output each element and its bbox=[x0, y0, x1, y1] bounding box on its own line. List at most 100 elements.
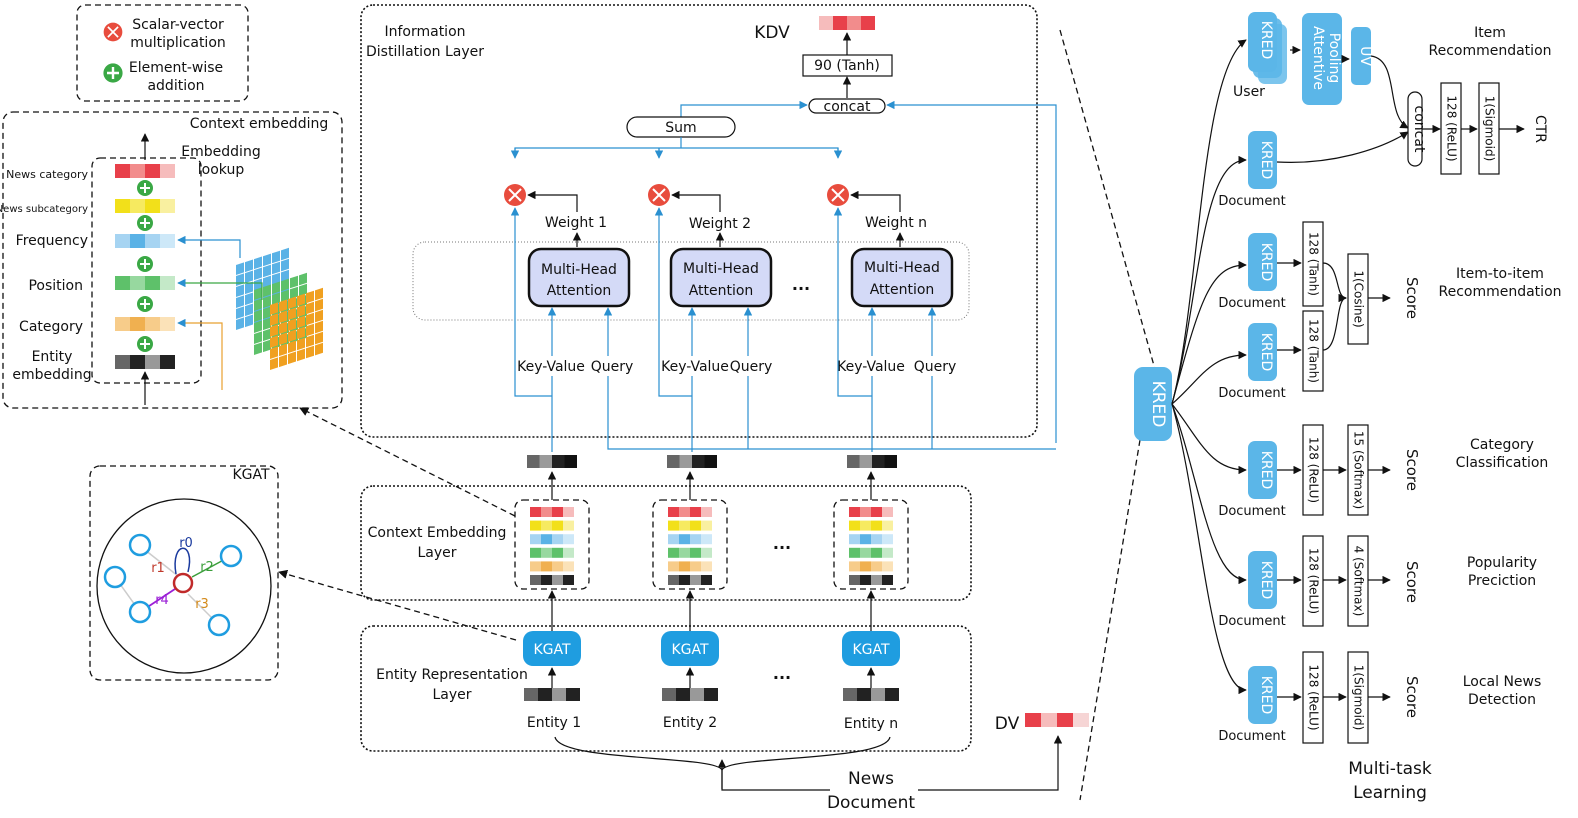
context-output-vectors bbox=[527, 455, 897, 468]
popularity-layer-1-label: 128 (ReLU) bbox=[1307, 548, 1321, 614]
context-stack-3-green-cell bbox=[882, 547, 893, 558]
context-stack-1-green-cell bbox=[563, 547, 574, 558]
document-kred-boxes: KREDDocumentKREDDocumentKREDDocumentKRED… bbox=[1218, 131, 1286, 744]
element-wise-icon bbox=[102, 62, 124, 84]
uv-box: UV bbox=[1351, 27, 1373, 85]
context-output-vector-3-cell bbox=[847, 455, 860, 468]
svg-text:UV: UV bbox=[1357, 46, 1373, 66]
entity-vector-1-cell bbox=[552, 688, 566, 701]
entity-vector-2-cell bbox=[690, 688, 704, 701]
category-lookup-grid-cell bbox=[306, 334, 314, 348]
frequency-lookup-grid-cell bbox=[236, 317, 244, 330]
context-stack-2-red-cell bbox=[679, 507, 690, 517]
embedding-lookup-line1: Embedding bbox=[181, 144, 260, 160]
document-kred-label: KRED bbox=[1258, 676, 1274, 715]
document-label: Document bbox=[1218, 729, 1285, 744]
row-label-news-category: News category bbox=[6, 168, 88, 181]
embedding-row-orange bbox=[115, 317, 175, 331]
context-output-vector-1-cell bbox=[564, 455, 577, 468]
position-lookup-grid-cell bbox=[254, 298, 262, 311]
category-lookup-grid-cell bbox=[297, 315, 305, 329]
kdv-cells bbox=[819, 16, 875, 30]
category-lookup-grid-cell bbox=[315, 320, 323, 334]
context-stack-3-orange bbox=[849, 561, 893, 572]
context-stack-1-black bbox=[530, 575, 574, 585]
kdv-cells-cell bbox=[847, 16, 861, 30]
frequency-lookup-grid-cell bbox=[245, 303, 253, 317]
category-lookup-grid-cell bbox=[279, 321, 287, 335]
context-stack-2-black-cell bbox=[679, 575, 690, 585]
context-stack-2-blue-cell bbox=[690, 534, 701, 545]
attention-2-line2: Attention bbox=[689, 283, 754, 299]
task-item-rec-line2: Recommendation bbox=[1428, 43, 1551, 59]
category-lookup-grid-cell bbox=[270, 346, 278, 359]
document-label: Document bbox=[1218, 296, 1285, 311]
position-lookup-grid-cell bbox=[254, 342, 262, 355]
context-stack-3-red-cell bbox=[871, 507, 882, 517]
kred-center: KRED bbox=[1134, 367, 1172, 441]
category-lookup-grid-cell bbox=[315, 331, 323, 345]
context-stack-2-orange-cell bbox=[701, 561, 712, 572]
kgat-box-1: KGAT bbox=[523, 631, 581, 666]
information-distillation-layer: Information Distillation Layer KDV 90 (T… bbox=[360, 4, 1057, 452]
embedding-row-black-cell bbox=[130, 355, 145, 369]
entity-vector-1-cell bbox=[538, 688, 552, 701]
context-stack-2-yellow-cell bbox=[690, 520, 701, 531]
task-5-line1: Local News bbox=[1463, 674, 1542, 690]
context-stack-2-black-cell bbox=[668, 575, 679, 585]
position-lookup-grid-cell bbox=[299, 272, 307, 286]
context-stack-2-blue bbox=[668, 534, 712, 545]
dv-cells-cell bbox=[1025, 713, 1041, 727]
svg-text:KGAT: KGAT bbox=[671, 642, 709, 658]
attention-n-line2: Attention bbox=[870, 282, 935, 298]
entity-ellipsis: ... bbox=[773, 664, 791, 683]
context-stack-1-yellow-cell bbox=[541, 520, 552, 531]
category-lookup-grid-cell bbox=[297, 293, 305, 307]
legend-scalar-vector-line1: Scalar-vector bbox=[132, 17, 224, 33]
context-output-vector-3 bbox=[847, 455, 897, 468]
context-embedding-layer: Context Embedding Layer ... bbox=[360, 471, 972, 601]
position-lookup-grid-cell bbox=[254, 309, 262, 322]
category-lookup-grid-cell bbox=[270, 302, 278, 315]
context-stack-1-orange-cell bbox=[552, 561, 563, 572]
embedding-row-black-cell bbox=[115, 355, 130, 369]
context-stack-1-yellow-cell bbox=[530, 520, 541, 531]
ctr-label: CTR bbox=[1532, 115, 1548, 143]
frequency-lookup-grid-cell bbox=[272, 250, 280, 264]
context-output-vector-3-cell bbox=[884, 455, 897, 468]
category-lookup-grid-cell bbox=[315, 298, 323, 312]
document-label: Document bbox=[1218, 504, 1285, 519]
context-output-vector-3-cell bbox=[859, 455, 872, 468]
attention-2-line1: Multi-Head bbox=[683, 261, 759, 277]
category-layer-2: 15 (Softmax) bbox=[1347, 424, 1369, 516]
attentive-pooling-line2: Pooling bbox=[1326, 33, 1342, 84]
embedding-row-orange-cell bbox=[115, 317, 130, 331]
embedding-row-orange-cell bbox=[145, 317, 160, 331]
frequency-lookup-grid-cell bbox=[254, 256, 262, 270]
category-lookup-grid-cell bbox=[270, 313, 278, 326]
frequency-lookup-grid-cell bbox=[272, 261, 280, 275]
distillation-title-line1: Information bbox=[384, 24, 465, 40]
task-2-line2: Recommendation bbox=[1438, 284, 1561, 300]
entity-vector-2-cell bbox=[662, 688, 676, 701]
category-lookup-grid-cell bbox=[297, 348, 305, 362]
context-stack-1-red-cell bbox=[552, 507, 563, 517]
context-stack-2-black bbox=[668, 575, 712, 585]
context-stack-2-red-cell bbox=[668, 507, 679, 517]
attention-n-line1: Multi-Head bbox=[864, 260, 940, 276]
frequency-lookup-grid-cell bbox=[236, 262, 244, 275]
tanh-layer-box bbox=[802, 54, 893, 77]
category-lookup-grid-cell bbox=[288, 296, 296, 310]
category-layer-2-label: 15 (Softmax) bbox=[1352, 431, 1366, 509]
frequency-lookup-grid-cell bbox=[263, 275, 271, 289]
news-document-line2: Document bbox=[827, 793, 915, 813]
context-stack-2-green-cell bbox=[668, 547, 679, 558]
add-icon-4 bbox=[136, 295, 154, 313]
category-lookup-grid-cell bbox=[270, 324, 278, 337]
category-lookup-grid-cell bbox=[306, 301, 314, 315]
document-kred-6: KRED bbox=[1248, 666, 1277, 724]
frequency-lookup-grid-cell bbox=[236, 273, 244, 286]
context-stack-3-blue-cell bbox=[871, 534, 882, 545]
concat-box bbox=[808, 98, 886, 114]
task-3-line2: Classification bbox=[1456, 455, 1549, 471]
